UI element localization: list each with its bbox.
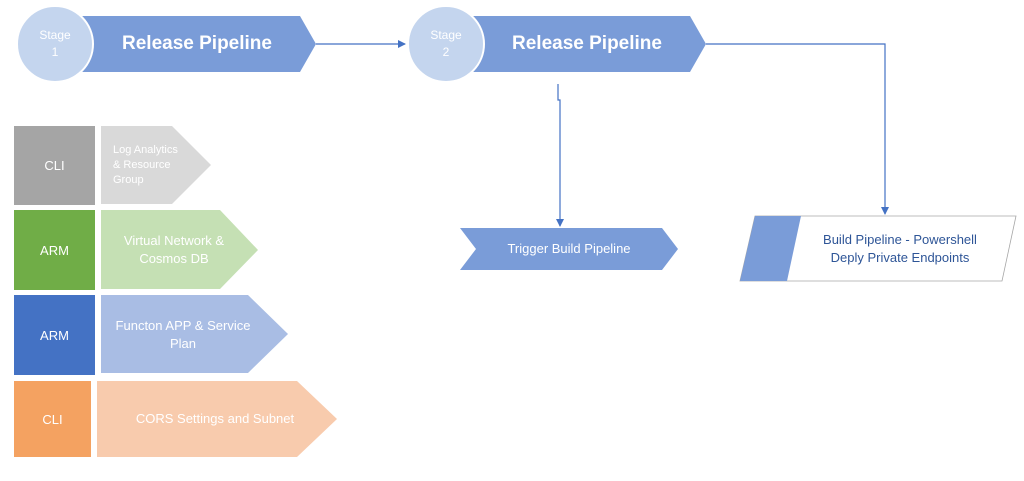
stage2-to-trigger-arrow <box>556 84 564 227</box>
stage2-label: Stage 2 <box>408 6 484 82</box>
task4-label-shape <box>97 381 337 457</box>
task2-tool-box <box>14 210 95 290</box>
stage1-circle <box>16 5 94 83</box>
build-pipeline-label: Build Pipeline - Powershell Deply Privat… <box>790 216 1010 281</box>
stage1-label-word: Stage <box>39 28 71 42</box>
stage1-label-number: 1 <box>51 45 59 59</box>
stage2-pipeline-title: Release Pipeline <box>512 33 662 54</box>
task3-label: Functon APP & Service Plan <box>115 318 251 351</box>
task4-label: CORS Settings and Subnet <box>135 411 295 426</box>
stage1-pipeline-title: Release Pipeline <box>122 33 272 54</box>
task2-tool-label: ARM <box>40 242 69 258</box>
build-pipeline-line2: Deply Private Endpoints <box>830 249 970 265</box>
task4-tool-box <box>14 381 91 457</box>
task2-label: Virtual Network & Cosmos DB <box>123 233 225 266</box>
build-pipeline-accent <box>740 216 801 281</box>
stage2-pipeline-banner <box>468 16 706 72</box>
task1-label: Log Analytics & Resource Group <box>113 144 178 186</box>
task1-label-shape <box>101 126 211 204</box>
task3-tool-label: ARM <box>40 327 69 343</box>
stage2-label-word: Stage <box>430 28 462 42</box>
stage2-circle <box>407 5 485 83</box>
stage2-to-build-arrow <box>706 43 889 215</box>
task4-tool-label: CLI <box>42 411 63 427</box>
stage2-label-number: 2 <box>442 45 450 59</box>
task1-tool-box <box>14 126 95 205</box>
trigger-build-label: Trigger Build Pipeline <box>507 241 631 256</box>
task1-tool-label: CLI <box>44 158 65 173</box>
stage1-label: Stage 1 <box>17 6 93 82</box>
task3-tool-box <box>14 295 95 375</box>
task2-label-shape <box>101 210 258 289</box>
trigger-build-shape <box>460 228 678 270</box>
build-pipeline-line1: Build Pipeline - Powershell <box>823 231 977 247</box>
task3-label-shape <box>101 295 288 373</box>
stage1-pipeline-banner <box>78 16 316 72</box>
